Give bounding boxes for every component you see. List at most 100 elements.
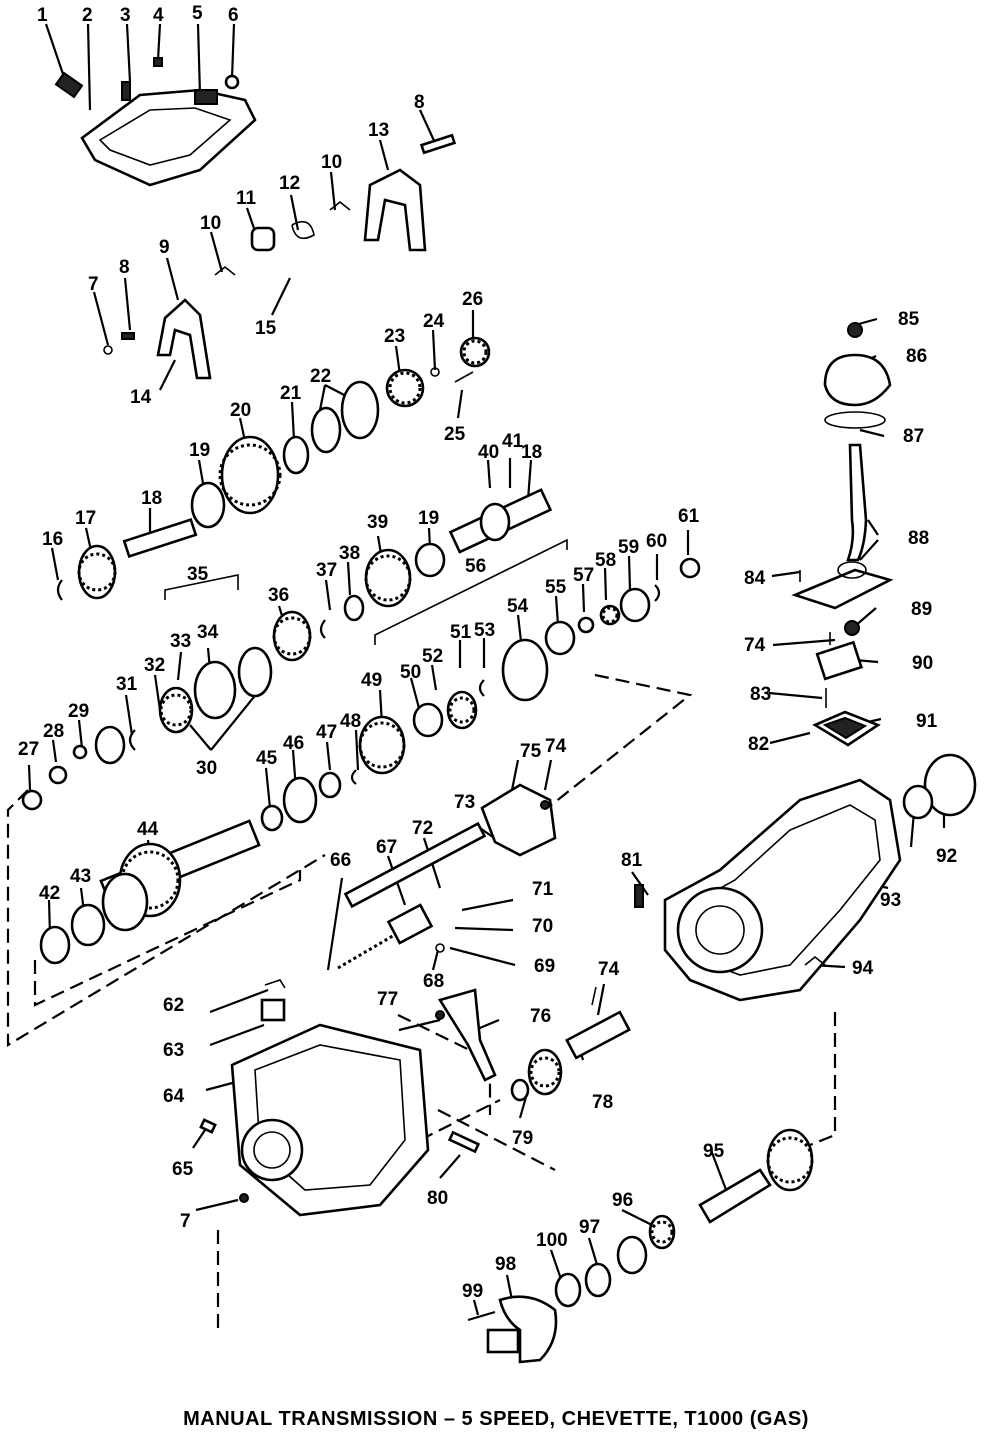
callout-4: 4	[153, 5, 164, 26]
callout-19b: 19	[418, 508, 439, 529]
callout-35: 35	[187, 564, 209, 585]
callout-40: 40	[478, 442, 499, 463]
callout-17: 17	[75, 508, 96, 529]
callout-21: 21	[280, 383, 302, 404]
callout-63: 63	[163, 1040, 184, 1061]
callout-64: 64	[163, 1086, 185, 1107]
callout-97: 97	[579, 1217, 600, 1238]
callout-96: 96	[612, 1190, 633, 1211]
callout-8: 8	[414, 92, 425, 113]
callout-7: 7	[88, 274, 99, 295]
callout-31: 31	[116, 674, 138, 695]
callout-90: 90	[912, 653, 933, 674]
callout-68: 68	[423, 971, 444, 992]
callout-99: 99	[462, 1281, 483, 1302]
callout-77: 77	[377, 989, 398, 1010]
callout-47: 47	[316, 722, 337, 743]
callout-18b: 18	[521, 442, 542, 463]
callout-75: 75	[520, 741, 542, 762]
callout-38: 38	[339, 543, 360, 564]
callout-76: 76	[530, 1006, 551, 1027]
callout-78: 78	[592, 1092, 613, 1113]
leader-lines	[27, 23, 946, 1316]
callout-8b: 8	[119, 257, 130, 278]
rear-bearings	[260, 557, 701, 832]
callout-55: 55	[545, 577, 567, 598]
callout-7b: 7	[180, 1211, 191, 1232]
callout-59: 59	[618, 537, 639, 558]
callout-50: 50	[400, 662, 421, 683]
callout-22: 22	[310, 366, 331, 387]
callout-24: 24	[423, 311, 445, 332]
callout-52: 52	[422, 646, 443, 667]
callout-26: 26	[462, 289, 483, 310]
callout-67: 67	[376, 837, 397, 858]
callout-16: 16	[42, 529, 63, 550]
callout-93: 93	[880, 890, 901, 911]
callout-43: 43	[70, 866, 91, 887]
gear-train-upper	[56, 336, 491, 601]
callout-69: 69	[534, 956, 555, 977]
output-shaft	[21, 488, 553, 811]
callout-36: 36	[268, 585, 289, 606]
callout-37: 37	[316, 560, 337, 581]
callout-98: 98	[495, 1254, 516, 1275]
callout-49: 49	[361, 670, 382, 691]
callout-72: 72	[412, 818, 433, 839]
callout-34: 34	[197, 622, 219, 643]
callout-15: 15	[255, 318, 277, 339]
callout-81: 81	[621, 850, 643, 871]
callout-86: 86	[906, 346, 927, 367]
callout-73: 73	[454, 792, 475, 813]
callout-74c: 74	[744, 635, 766, 656]
callout-48: 48	[340, 711, 361, 732]
callout-20: 20	[230, 400, 251, 421]
input-shaft-group	[467, 1128, 814, 1364]
callout-32: 32	[144, 655, 165, 676]
callout-92: 92	[936, 846, 957, 867]
callout-41: 41	[502, 431, 524, 452]
callout-58: 58	[595, 550, 616, 571]
callout-13: 13	[368, 120, 389, 141]
callout-87: 87	[903, 426, 924, 447]
callout-60: 60	[646, 531, 667, 552]
callout-3: 3	[120, 5, 131, 26]
countershaft	[39, 819, 261, 965]
callout-89: 89	[911, 599, 932, 620]
callout-80: 80	[427, 1188, 448, 1209]
callout-54: 54	[507, 596, 529, 617]
shift-cover	[54, 57, 257, 187]
diagram-caption: MANUAL TRANSMISSION – 5 SPEED, CHEVETTE,…	[183, 1408, 809, 1430]
callout-labels: 1 2 3 4 5 6 8 13 10 12 11 10 9 8 7 15 14…	[18, 3, 957, 1302]
callout-83: 83	[750, 684, 771, 705]
callout-85: 85	[898, 309, 920, 330]
callout-46: 46	[283, 733, 304, 754]
callout-25: 25	[444, 424, 466, 445]
transmission-case	[199, 979, 481, 1217]
callout-79: 79	[512, 1128, 533, 1149]
callout-84: 84	[744, 568, 766, 589]
callout-33: 33	[170, 631, 191, 652]
callout-61: 61	[678, 506, 700, 527]
callout-11: 11	[236, 188, 257, 209]
callout-29: 29	[68, 701, 89, 722]
callout-30: 30	[196, 758, 217, 779]
callout-10b: 10	[200, 213, 221, 234]
callout-74b: 74	[598, 959, 620, 980]
callout-44: 44	[137, 819, 159, 840]
extension-housing	[634, 753, 977, 1002]
callout-53: 53	[474, 620, 495, 641]
callout-71: 71	[532, 879, 554, 900]
callout-66: 66	[330, 850, 351, 871]
callout-95: 95	[703, 1141, 725, 1162]
callout-42: 42	[39, 883, 60, 904]
shift-forks	[103, 133, 457, 380]
callout-39: 39	[367, 512, 388, 533]
callout-10: 10	[321, 152, 342, 173]
callout-45: 45	[256, 748, 278, 769]
callout-94: 94	[852, 958, 874, 979]
callout-65: 65	[172, 1159, 194, 1180]
reverse-idler	[435, 986, 631, 1102]
shift-rail	[337, 783, 557, 970]
